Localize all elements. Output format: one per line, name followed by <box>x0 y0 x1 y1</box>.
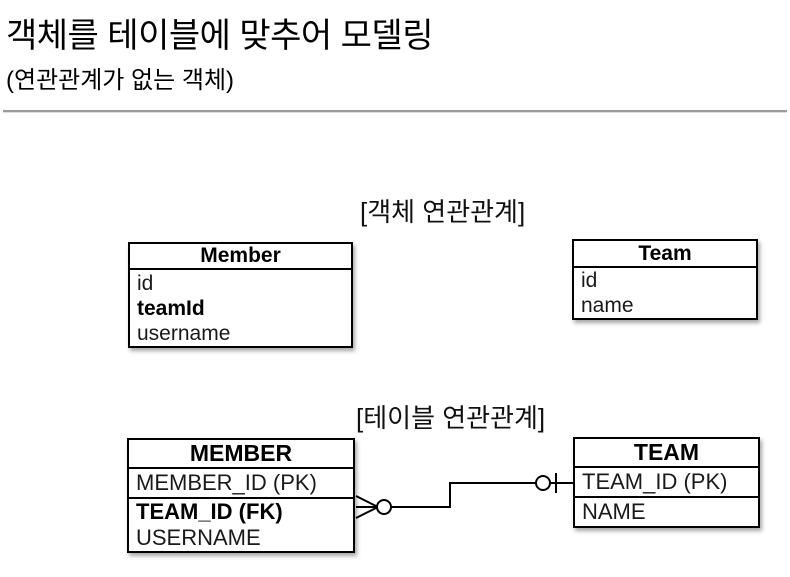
member-class-box: Member id teamId username <box>128 242 353 348</box>
team-table-name-column: NAME <box>582 499 646 524</box>
member-field-teamid: teamId <box>137 297 205 320</box>
member-field-id: id <box>137 272 154 295</box>
member-class-title: Member <box>130 244 351 270</box>
page-title: 객체를 테이블에 맞추어 모델링 <box>6 17 433 55</box>
object-relation-caption: [객체 연관관계] <box>360 197 526 227</box>
team-table-columns: TEAM_ID (PK) NAME <box>575 468 758 525</box>
member-table-username-column: USERNAME <box>136 525 261 550</box>
relationship-line <box>384 482 573 508</box>
optional-circle-team-icon <box>535 475 551 491</box>
member-class-fields: id teamId username <box>130 270 351 346</box>
crow-foot-many-icon <box>355 495 379 519</box>
team-field-id: id <box>581 269 598 292</box>
member-table-pk-column: MEMBER_ID (PK) <box>129 469 353 499</box>
page-subtitle: (연관관계가 없는 객체) <box>6 67 235 94</box>
team-table-pk-column: TEAM_ID (PK) <box>575 468 758 498</box>
team-class-fields: id name <box>574 268 756 318</box>
divider <box>3 110 787 113</box>
team-field-name: name <box>581 294 634 317</box>
team-class-title: Team <box>574 241 756 268</box>
team-class-box: Team id name <box>572 239 758 320</box>
team-table-title: TEAM <box>575 439 758 468</box>
member-table-fk-column: TEAM_ID (FK) <box>136 499 283 524</box>
member-table-columns: MEMBER_ID (PK) TEAM_ID (FK) USERNAME <box>129 469 353 551</box>
team-table-box: TEAM TEAM_ID (PK) NAME <box>573 437 760 528</box>
member-field-username: username <box>137 322 231 345</box>
table-relation-caption: [테이블 연관관계] <box>356 403 546 433</box>
optional-circle-member-icon <box>376 499 392 515</box>
member-table-title: MEMBER <box>129 440 353 469</box>
member-table-box: MEMBER MEMBER_ID (PK) TEAM_ID (FK) USERN… <box>127 438 355 553</box>
